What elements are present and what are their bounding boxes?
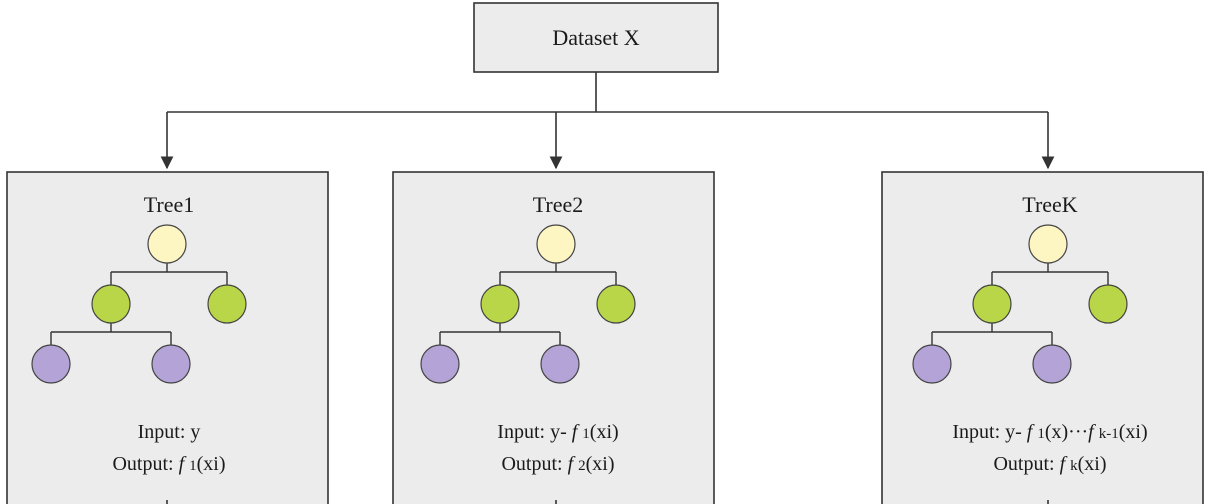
- root-node: [1028, 224, 1068, 264]
- function-symbol: f: [568, 453, 576, 475]
- dataset-node: Dataset X: [473, 2, 719, 73]
- leaf-node: [540, 344, 580, 384]
- output-caption: Output: f k(xi): [993, 453, 1106, 475]
- function-subscript: k: [1070, 458, 1078, 474]
- function-subscript: 1: [1037, 426, 1045, 442]
- tree-title: Tree2: [533, 192, 584, 217]
- tree-title: TreeK: [1022, 192, 1078, 217]
- function-argument: (xi): [1078, 453, 1107, 475]
- function-subscript: 2: [578, 458, 586, 474]
- input-caption: Input: y: [138, 421, 201, 443]
- function-argument: (x)···: [1045, 421, 1088, 443]
- input-prefix: Input: y-: [497, 421, 571, 443]
- function-argument: (xi): [197, 453, 226, 475]
- input-caption: Input: y- f 1(x)···f k-1(xi): [952, 421, 1147, 443]
- input-prefix: Input: y: [138, 421, 201, 443]
- function-argument: (xi): [1119, 421, 1148, 443]
- function-subscript: 1: [189, 458, 197, 474]
- internal-node: [596, 284, 636, 324]
- function-argument: (xi): [590, 421, 619, 443]
- output-prefix: Output:: [112, 453, 178, 475]
- root-node: [536, 224, 576, 264]
- input-caption: Input: y- f 1(xi): [497, 421, 618, 443]
- leaf-node: [912, 344, 952, 384]
- output-prefix: Output:: [993, 453, 1059, 475]
- leaf-node: [31, 344, 71, 384]
- function-symbol: f: [1088, 421, 1096, 443]
- tree-box: [6, 171, 329, 504]
- leaf-node: [1032, 344, 1072, 384]
- tree-title: Tree1: [144, 192, 195, 217]
- internal-node: [91, 284, 131, 324]
- internal-node: [972, 284, 1012, 324]
- internal-node: [480, 284, 520, 324]
- dataset-box: [473, 2, 719, 73]
- input-prefix: Input: y-: [952, 421, 1026, 443]
- function-symbol: f: [179, 453, 187, 475]
- function-subscript: 1: [582, 426, 590, 442]
- output-prefix: Output:: [501, 453, 567, 475]
- internal-node: [1088, 284, 1128, 324]
- output-caption: Output: f 1(xi): [112, 453, 225, 475]
- function-symbol: f: [1060, 453, 1068, 475]
- function-subscript: k-1: [1099, 426, 1119, 442]
- function-symbol: f: [1027, 421, 1035, 443]
- internal-node: [207, 284, 247, 324]
- dataset-label: Dataset X: [552, 25, 639, 50]
- connectors: [160, 72, 1055, 170]
- output-caption: Output: f 2(xi): [501, 453, 614, 475]
- leaf-node: [151, 344, 191, 384]
- root-node: [147, 224, 187, 264]
- function-symbol: f: [572, 421, 580, 443]
- leaf-node: [420, 344, 460, 384]
- function-argument: (xi): [586, 453, 615, 475]
